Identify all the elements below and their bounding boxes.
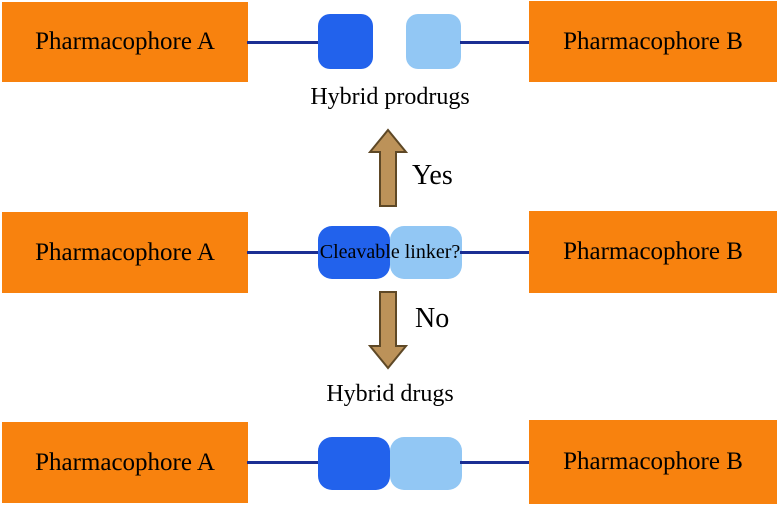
pharmacophore-a-box-top: Pharmacophore A <box>2 2 248 82</box>
pharmacophore-b-box-middle: Pharmacophore B <box>529 211 777 293</box>
hybrid-prodrugs-caption: Hybrid prodrugs <box>310 84 470 110</box>
linker-segment-light <box>390 226 462 279</box>
pharmacophore-b-box-top: Pharmacophore B <box>529 1 777 82</box>
yes-label: Yes <box>412 160 453 191</box>
down-arrow-icon <box>368 291 408 370</box>
drug-segment-dark <box>318 437 390 490</box>
no-label: No <box>415 303 450 334</box>
up-arrow-icon <box>368 128 408 207</box>
prodrug-fragment-light <box>406 14 461 69</box>
connector-line <box>460 461 530 464</box>
connector-line <box>247 41 319 44</box>
hybrid-drugs-caption: Hybrid drugs <box>326 381 454 407</box>
prodrug-fragment-dark <box>318 14 373 69</box>
pharmacophore-b-box-bottom: Pharmacophore B <box>529 420 777 504</box>
connector-line <box>247 461 321 464</box>
cleavable-linker-label: Cleavable linker? <box>319 241 461 263</box>
pharmacophore-a-box-bottom: Pharmacophore A <box>2 422 248 503</box>
pharmacophore-a-box-middle: Pharmacophore A <box>2 212 248 293</box>
connector-line <box>460 41 530 44</box>
linker-segment-dark <box>318 226 390 279</box>
drug-segment-light <box>390 437 462 490</box>
connector-line <box>247 251 321 254</box>
connector-line <box>460 251 530 254</box>
